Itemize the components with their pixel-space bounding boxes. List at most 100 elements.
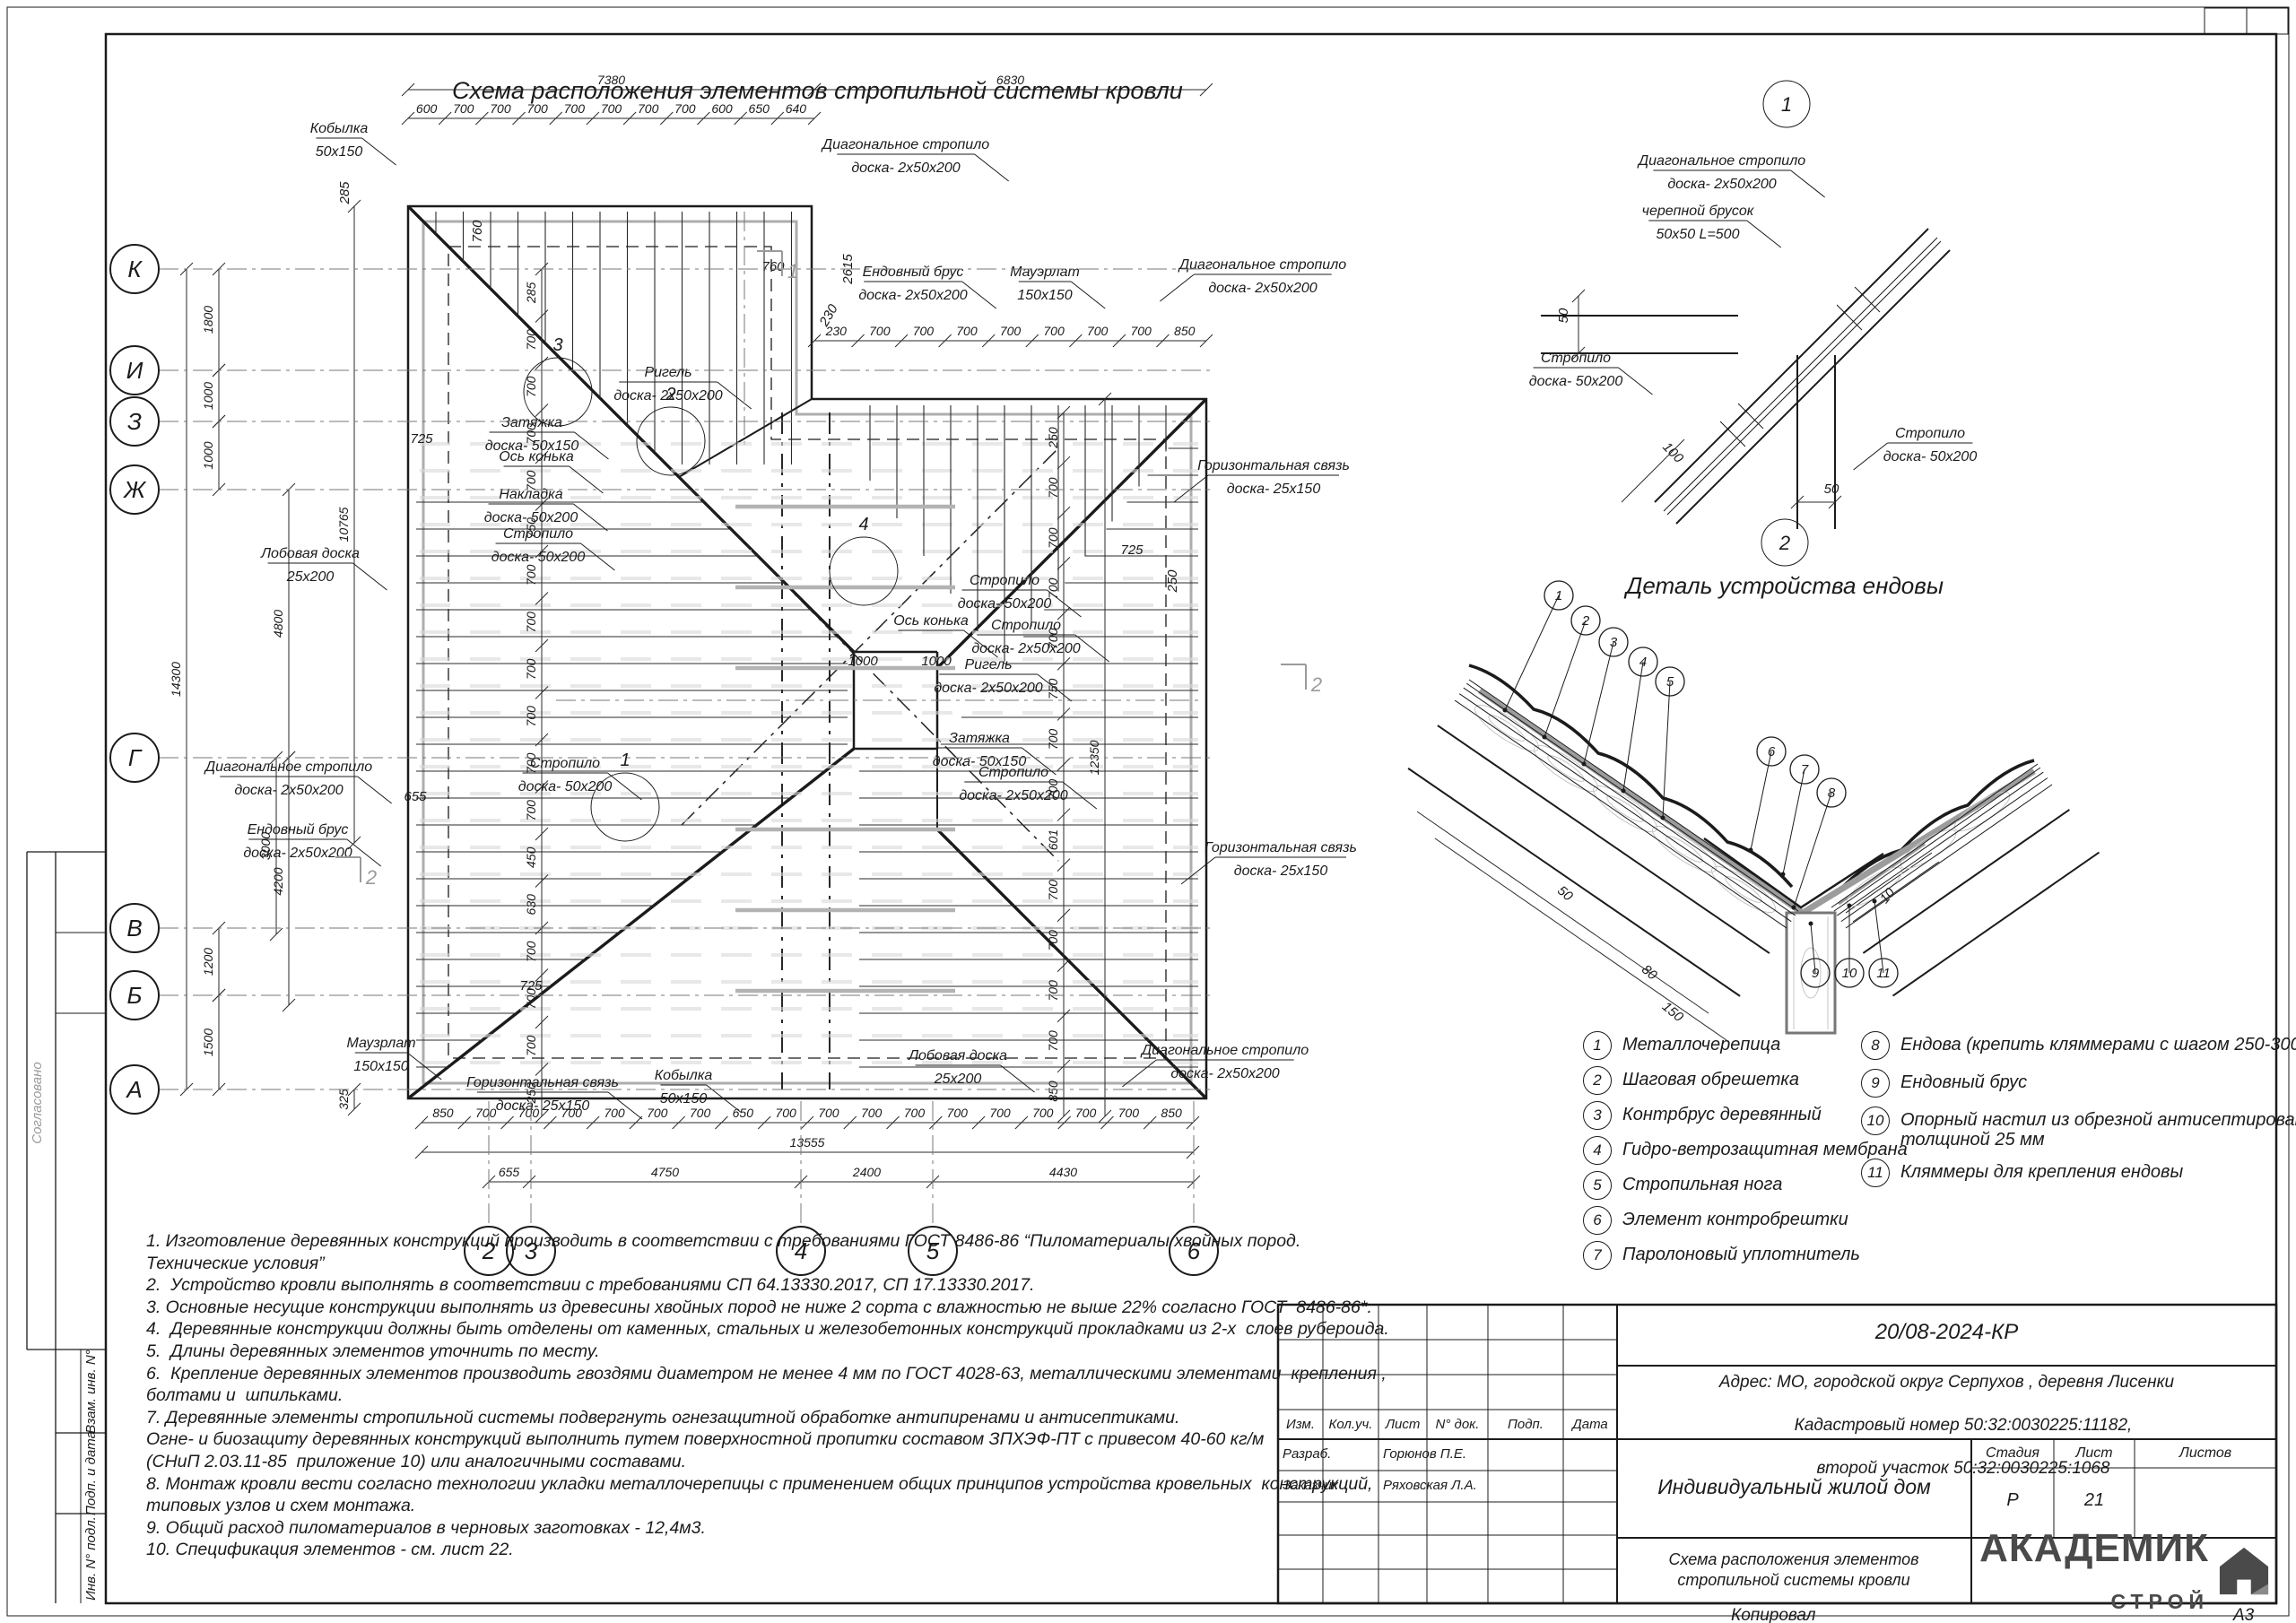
- dim-value: 1000: [201, 441, 215, 469]
- element-label: Диагональное стропило: [1637, 153, 1805, 169]
- legend-item-number: 8: [1861, 1031, 1890, 1060]
- dim-value: 50: [1554, 883, 1576, 905]
- dim-value: 760: [761, 259, 785, 274]
- side-stamp: Согласовано Взам. инв. N° Подп. и дата И…: [26, 851, 106, 1603]
- callout-circle: [1789, 754, 1820, 785]
- legend-item-number: 1: [1583, 1031, 1612, 1060]
- dim-value: 700: [647, 1106, 668, 1120]
- callout-number: 3: [1610, 635, 1618, 650]
- axis-label: 4: [795, 1237, 807, 1264]
- dim-value: 325: [336, 1089, 351, 1110]
- dim-value: 850: [1174, 324, 1196, 338]
- element-label: доска- 50х200: [1883, 449, 1978, 464]
- drawing-title-cell: Схема расположения элементов стропильной…: [1668, 1550, 1919, 1589]
- inner-frame: [104, 32, 2278, 1605]
- role-razrab: Разраб.: [1283, 1446, 1332, 1462]
- sheet-label: Лист: [2075, 1445, 2113, 1461]
- element-label: Мауэрлат: [1010, 265, 1080, 280]
- callout-circle: [1834, 958, 1865, 988]
- object-name: Индивидуальный жилой дом: [1657, 1475, 1931, 1498]
- detail-2-marker: 2: [1779, 532, 1790, 554]
- dim-value: 700: [561, 1106, 583, 1120]
- dim-value: 725: [410, 431, 433, 447]
- axis-label: А: [125, 1076, 142, 1103]
- element-label: Горизонтальная связь: [1197, 458, 1350, 473]
- callout-circle: [1868, 958, 1899, 988]
- role-zakazchik: Заказчик: [1283, 1478, 1338, 1493]
- detail-marker-number: 4: [858, 515, 868, 534]
- format-label: А3: [2233, 1606, 2255, 1623]
- axis-circle: [109, 733, 160, 783]
- company-name-2: СТРОЙ: [2110, 1589, 2209, 1613]
- element-label: Затяжка: [501, 415, 562, 430]
- element-label: доска- 2х50х200: [971, 641, 1080, 656]
- dim-value: 700: [1118, 1106, 1140, 1120]
- dim-value: 1500: [201, 1028, 215, 1056]
- element-label: Горизонтальная связь: [1205, 840, 1357, 855]
- callout-number: 1: [1555, 588, 1562, 603]
- outer-border: [6, 6, 2290, 1617]
- dim-value: 655: [499, 1165, 520, 1179]
- element-label: Стропило: [1895, 426, 1965, 441]
- element-label: Диагональное стропило: [204, 759, 372, 775]
- note-line: 6. Крепление деревянных элементов произв…: [146, 1363, 1387, 1384]
- legend-item-text: Контрбрус деревянный: [1622, 1105, 1822, 1124]
- dim-value: 725: [519, 978, 543, 994]
- dim-value: 700: [690, 1106, 711, 1120]
- axis-label: 5: [926, 1237, 940, 1264]
- dim-value: 700: [601, 101, 622, 116]
- axis-label: В: [126, 915, 142, 942]
- legend-item-number: 7: [1583, 1241, 1612, 1270]
- element-label: Затяжка: [949, 731, 1010, 746]
- legend-item: 4 Гидро-ветрозащитная мембрана: [1583, 1136, 1908, 1165]
- sheet-title: Схема расположения элементов стропильной…: [452, 77, 1183, 104]
- dim-value: 725: [1120, 542, 1144, 558]
- side-stamp-podp: Подп. и дата: [83, 1431, 99, 1515]
- sheets-label: Листов: [2179, 1445, 2232, 1461]
- detail-1-marker: 1: [1781, 93, 1792, 116]
- copied-label: Копировал: [1731, 1606, 1816, 1623]
- axis-circle: [464, 1226, 514, 1276]
- section-mark: 2: [365, 866, 377, 889]
- axis-circle: [908, 1226, 958, 1276]
- side-stamp-vzam: Взам. инв. N°: [83, 1350, 99, 1433]
- dim-value: 700: [524, 941, 538, 962]
- element-label: доска- 50х200: [1529, 374, 1623, 389]
- title-block-grid: [1276, 1303, 2278, 1605]
- legend-item-number: 4: [1583, 1136, 1612, 1165]
- stage-value: Р: [2006, 1490, 2019, 1510]
- element-label: доска- 2х50х200: [851, 161, 960, 176]
- note-line: Технические условия”: [146, 1253, 325, 1273]
- dim-value: 700: [869, 324, 891, 338]
- note-line: 10. Спецификация элементов - см. лист 22…: [146, 1540, 514, 1560]
- dim-value: 1200: [201, 948, 215, 976]
- dim-value: 4430: [1049, 1165, 1077, 1179]
- dim-value: 150: [1659, 999, 1687, 1026]
- col-podp: Подп.: [1508, 1417, 1544, 1432]
- element-label: доска- 2х50х200: [934, 681, 1042, 696]
- callout-number: 9: [1812, 966, 1820, 981]
- axis-label: К: [127, 256, 143, 282]
- element-label: Ось конька: [499, 449, 574, 464]
- legend-item-number: 6: [1583, 1206, 1612, 1235]
- element-label: Ригель: [964, 657, 1012, 673]
- detail-marker-circle: [523, 357, 593, 427]
- col-koluch: Кол.уч.: [1328, 1417, 1373, 1432]
- element-label: Кобылка: [655, 1068, 713, 1083]
- dim-value: 700: [674, 101, 696, 116]
- detail-marker-number: 1: [620, 751, 630, 770]
- dim-value: 700: [1075, 1106, 1097, 1120]
- legend-item-number: 5: [1583, 1171, 1612, 1200]
- dim-value: 700: [1046, 527, 1060, 549]
- axis-circle: [109, 464, 160, 515]
- dim-value: 700: [524, 658, 538, 680]
- dim-value: 4200: [271, 867, 285, 895]
- legend-item-text: Гидро-ветрозащитная мембрана: [1622, 1140, 1908, 1159]
- axis-circle: [109, 396, 160, 447]
- dim-value: 850: [432, 1106, 454, 1120]
- legend-item-number: 11: [1861, 1159, 1890, 1187]
- note-line: 8. Монтаж кровли вести согласно технолог…: [146, 1473, 1373, 1494]
- dim-value: 700: [775, 1106, 796, 1120]
- element-label: доска- 50х200: [518, 779, 613, 794]
